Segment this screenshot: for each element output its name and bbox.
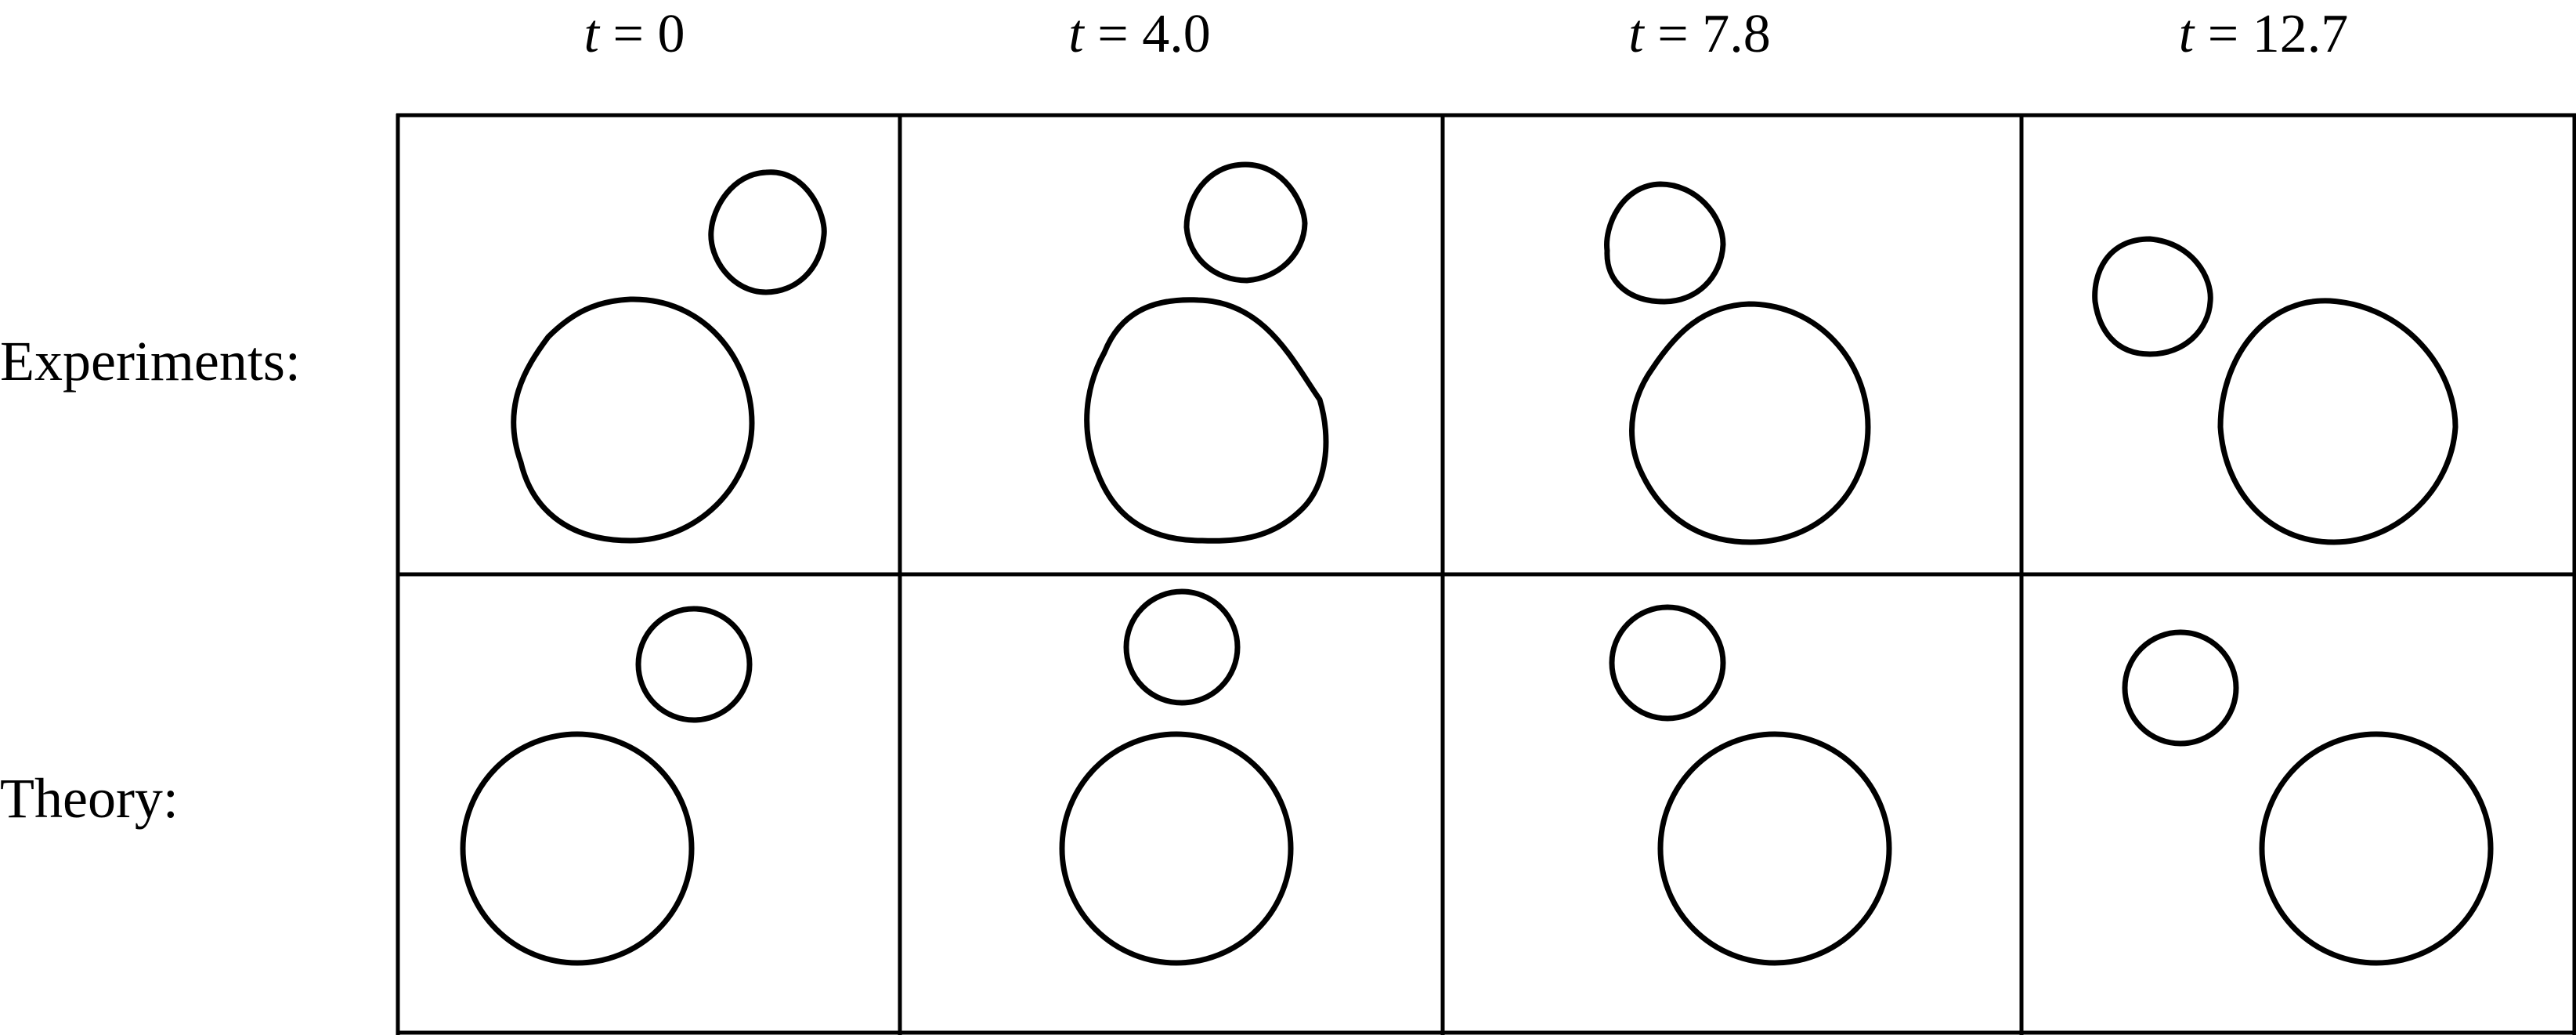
experiment-large-bubble-col-1 xyxy=(511,296,755,544)
time-label-col-2: t = 4.0 xyxy=(1068,4,1210,64)
time-label-col-1: t = 0 xyxy=(584,4,685,64)
theory-row xyxy=(460,588,2494,966)
row-label-experiments: Experiments: xyxy=(0,330,301,393)
experiment-small-bubble-col-4 xyxy=(2092,236,2213,357)
experiment-small-bubble-col-1 xyxy=(708,169,827,295)
experiment-small-bubble-col-2 xyxy=(1183,161,1308,284)
theory-large-bubble-col-2 xyxy=(1059,731,1294,966)
theory-small-bubble-col-1 xyxy=(635,606,753,723)
experiment-small-bubble-col-3 xyxy=(1604,181,1726,305)
theory-large-bubble-col-4 xyxy=(2259,731,2494,966)
experiment-large-bubble-col-4 xyxy=(2217,298,2459,545)
theory-small-bubble-col-2 xyxy=(1123,588,1241,706)
time-label-col-3: t = 7.8 xyxy=(1628,4,1770,64)
theory-large-bubble-col-1 xyxy=(460,731,695,966)
theory-large-bubble-col-3 xyxy=(1657,731,1892,966)
panel-grid xyxy=(396,113,2576,1035)
row-label-theory: Theory: xyxy=(0,767,179,830)
theory-small-bubble-col-4 xyxy=(2122,629,2239,747)
experiment-large-bubble-col-2 xyxy=(1084,297,1329,544)
experiments-row xyxy=(511,161,2459,545)
theory-small-bubble-col-3 xyxy=(1609,604,1726,722)
experiment-large-bubble-col-3 xyxy=(1629,301,1871,545)
time-label-col-4: t = 12.7 xyxy=(2179,4,2348,64)
